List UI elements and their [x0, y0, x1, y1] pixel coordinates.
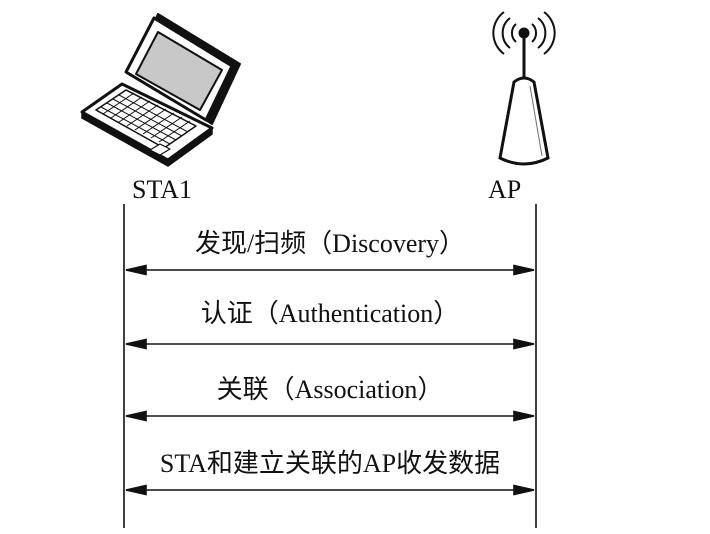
message-label: 发现/扫频（Discovery）	[195, 229, 465, 258]
message-arrow	[125, 410, 535, 422]
message-arrow	[125, 264, 535, 276]
message-label: 关联（Association）	[217, 375, 444, 404]
message-label: STA和建立关联的AP收发数据	[160, 449, 500, 478]
access-point-label: AP	[488, 175, 521, 204]
station-label: STA1	[132, 175, 192, 204]
laptop-icon	[80, 13, 241, 167]
message-label: 认证（Authentication）	[201, 299, 460, 328]
message-arrow	[125, 338, 535, 350]
message-arrow	[125, 484, 535, 496]
wireless-access-point-icon	[492, 11, 556, 166]
